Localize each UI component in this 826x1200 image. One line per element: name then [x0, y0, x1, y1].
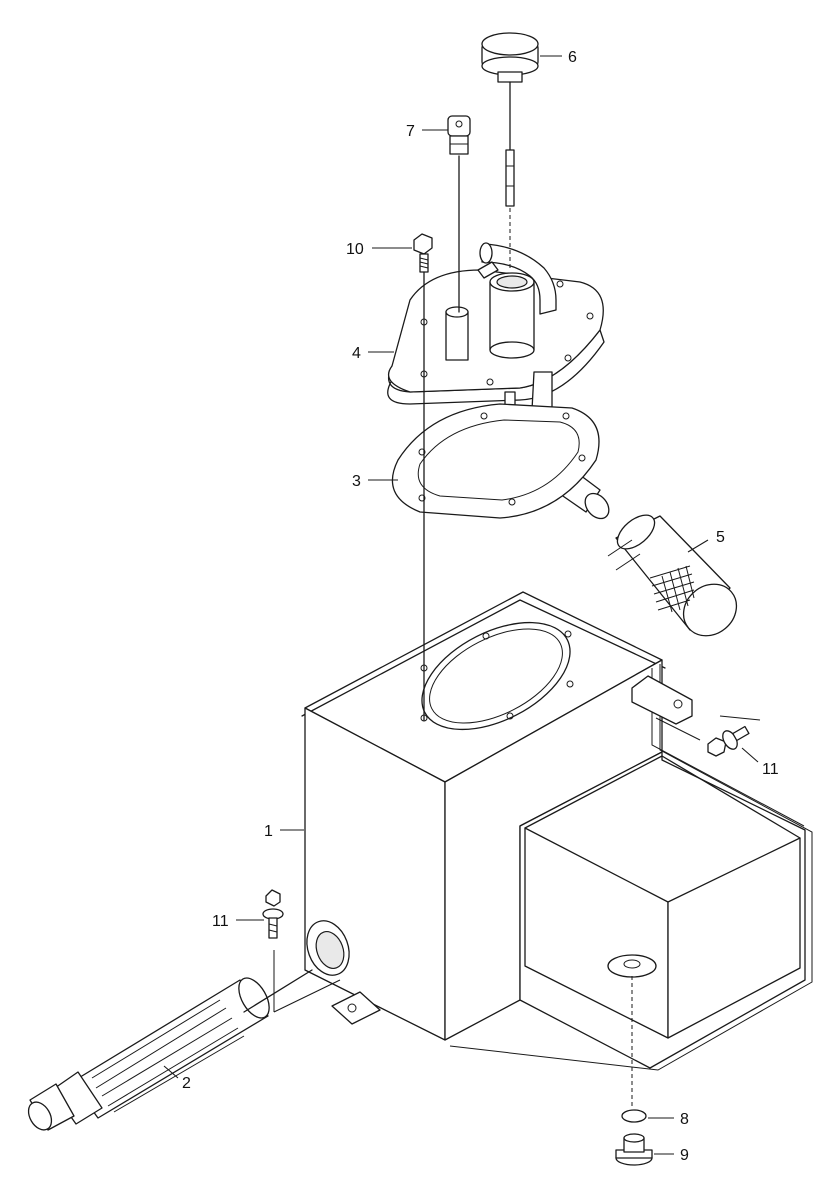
callout-7: 7	[406, 123, 415, 140]
callout-2: 2	[182, 1075, 191, 1092]
callout-6: 6	[568, 49, 577, 66]
callout-4: 4	[352, 345, 361, 362]
callout-3: 3	[352, 473, 361, 490]
breather-plug	[447, 115, 471, 313]
gasket	[391, 403, 600, 519]
callout-10: 10	[346, 241, 364, 258]
drain-oring	[621, 976, 647, 1123]
leader-lines	[163, 55, 759, 1155]
cover-bolt	[413, 233, 433, 721]
tank-cover-plate	[387, 242, 610, 520]
screw-washer-right	[655, 715, 761, 757]
screw-washer-left	[262, 889, 284, 939]
callout-11-right: 11	[762, 761, 779, 778]
callout-1: 1	[264, 823, 273, 840]
suction-strainer	[607, 514, 738, 637]
callout-9: 9	[680, 1147, 689, 1164]
return-filter	[27, 950, 341, 1131]
filler-cap-dipstick	[481, 32, 539, 270]
callout-8: 8	[680, 1111, 689, 1128]
drain-plug	[615, 1133, 653, 1166]
callout-5: 5	[716, 529, 725, 546]
callout-11-left: 11	[212, 913, 229, 930]
mesh-hatch	[649, 565, 695, 613]
tank-body	[301, 591, 813, 1071]
